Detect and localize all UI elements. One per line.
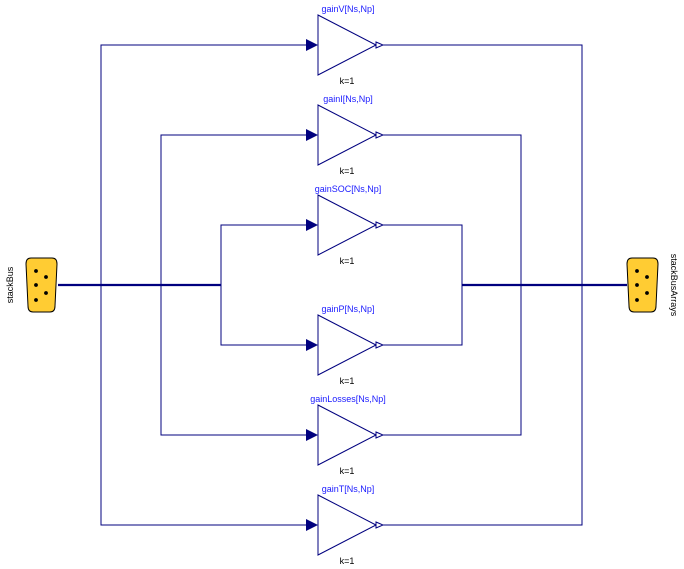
output-port-icon [375,221,385,229]
gain-block-gainT[interactable]: gainT[Ns,Np] k=1 [306,484,385,566]
wire-out-gainSOC [383,224,463,285]
input-port-icon [306,39,318,51]
input-bus-connector[interactable]: stackBus [5,257,58,313]
block-name: gainLosses[Ns,Np] [310,394,386,404]
connector-pin [645,291,649,295]
block-param: k=1 [340,376,355,386]
gain-block-gainI[interactable]: gainI[Ns,Np] k=1 [306,94,385,176]
connector-pin [635,298,639,302]
block-name: gainV[Ns,Np] [321,4,374,14]
input-port-icon [306,519,318,531]
block-param: k=1 [340,166,355,176]
connector-pin [34,283,38,287]
wire-in-gainSOC [220,224,306,285]
connector-pin [645,275,649,279]
output-port-icon [375,521,385,529]
wire-out-gainP [383,285,463,346]
gain-triangle-icon [317,314,378,376]
block-name: gainSOC[Ns,Np] [315,184,382,194]
wire-in-gainI [160,134,306,285]
gain-triangle-icon [317,14,378,76]
connector-pin [635,283,639,287]
gain-triangle-icon [317,194,378,256]
input-port-icon [306,129,318,141]
input-port-icon [306,339,318,351]
gain-triangle-icon [317,104,378,166]
block-name: gainI[Ns,Np] [323,94,373,104]
gain-block-gainP[interactable]: gainP[Ns,Np] k=1 [306,304,385,386]
gain-block-gainSOC[interactable]: gainSOC[Ns,Np] k=1 [306,184,385,266]
connector-pin [635,269,639,273]
input-port-icon [306,219,318,231]
connector-pin [44,275,48,279]
output-port-icon [375,41,385,49]
wire-out-gainLosses [383,285,522,436]
wire-in-gainT [100,285,306,526]
gain-triangle-icon [317,404,378,466]
block-param: k=1 [340,256,355,266]
block-name: gainT[Ns,Np] [322,484,375,494]
block-param: k=1 [340,76,355,86]
wire-in-gainV [100,44,306,285]
output-bus-connector[interactable]: stackBusArrays [626,254,679,317]
block-param: k=1 [340,466,355,476]
wire-out-gainT [383,285,583,526]
input-port-icon [306,429,318,441]
output-port-icon [375,131,385,139]
gain-block-gainLosses[interactable]: gainLosses[Ns,Np] k=1 [306,394,386,476]
input-bus-label: stackBus [5,266,15,303]
wire-in-gainP [220,285,306,346]
connector-pin [34,298,38,302]
wire-out-gainI [383,134,522,285]
gain-triangle-icon [317,494,378,556]
bus-connector-icon [626,257,659,313]
output-bus-label: stackBusArrays [669,254,679,317]
connector-pin [44,291,48,295]
wire-in-gainLosses [160,285,306,436]
wire-out-gainV [383,44,583,285]
output-port-icon [375,341,385,349]
block-name: gainP[Ns,Np] [321,304,374,314]
wiring [58,44,627,526]
gain-block-gainV[interactable]: gainV[Ns,Np] k=1 [306,4,385,86]
connector-pin [34,269,38,273]
block-param: k=1 [340,556,355,566]
bus-connector-icon [25,257,58,313]
output-port-icon [375,431,385,439]
